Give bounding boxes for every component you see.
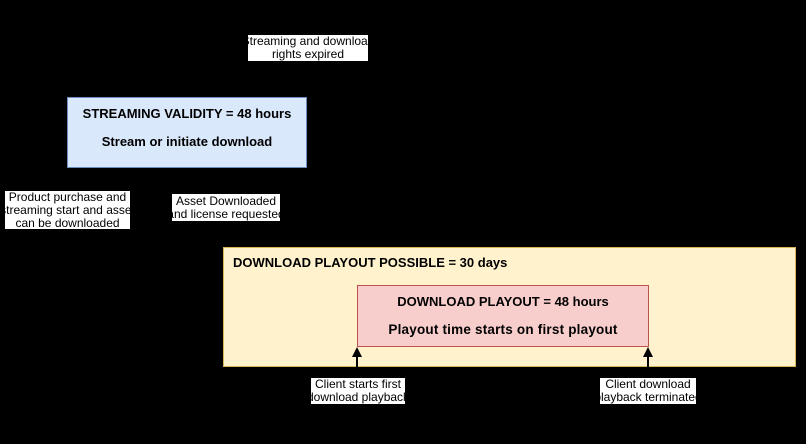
streaming-validity-title: STREAMING VALIDITY = 48 hours: [82, 106, 292, 121]
streaming-validity-box: STREAMING VALIDITY = 48 hours Stream or …: [67, 97, 307, 168]
arrowhead-icon: [352, 347, 362, 357]
download-playout-box: DOWNLOAD PLAYOUT = 48 hours Playout time…: [357, 285, 649, 347]
arrow-shaft: [356, 357, 358, 378]
download-playout-possible-box: DOWNLOAD PLAYOUT POSSIBLE = 30 days: [223, 247, 796, 367]
annotation-product-purchase: Product purchase and streaming start and…: [0, 189, 135, 230]
streaming-validity-subtitle: Stream or initiate download: [101, 134, 273, 149]
download-playout-title: DOWNLOAD PLAYOUT = 48 hours: [397, 294, 609, 309]
annotation-client-playback-terminated: Client download playback terminated: [594, 377, 702, 404]
annotation-asset-downloaded: Asset Downloaded and license requested: [167, 193, 285, 221]
up-arrow-icon: [643, 347, 653, 378]
up-arrow-icon: [352, 347, 362, 378]
download-playout-subtitle: Playout time starts on first playout: [388, 322, 618, 337]
arrowhead-icon: [643, 347, 653, 357]
download-playout-possible-title: DOWNLOAD PLAYOUT POSSIBLE = 30 days: [233, 255, 508, 270]
annotation-client-starts-playback: Client starts first download playback: [306, 377, 410, 404]
annotation-rights-expired: Streaming and download rights expired: [241, 34, 375, 61]
arrow-shaft: [647, 357, 649, 378]
